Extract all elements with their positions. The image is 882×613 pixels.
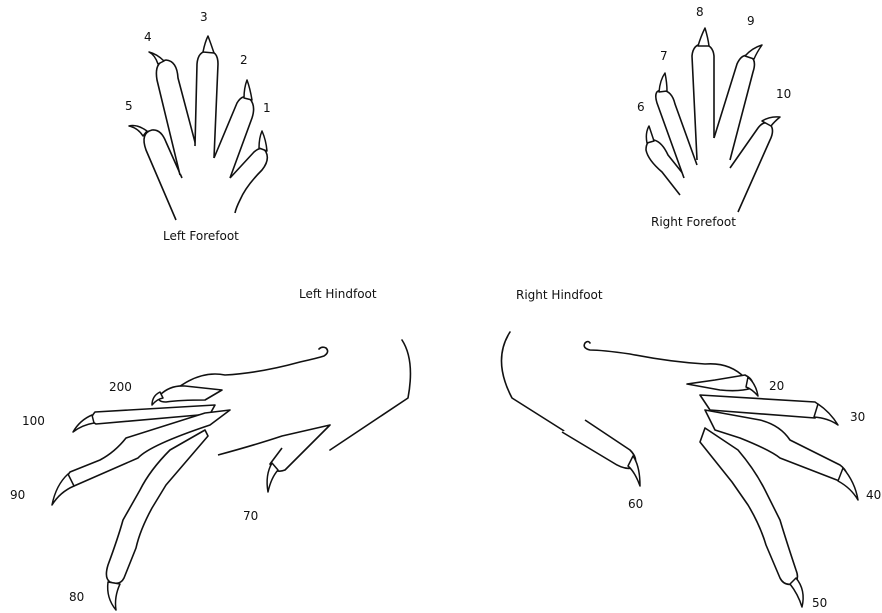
right-hindfoot-toe-30-claw bbox=[814, 404, 838, 425]
toe-number: 40 bbox=[866, 488, 881, 502]
toe-number: 200 bbox=[109, 380, 132, 394]
right-forefoot-toe-7-claw bbox=[659, 73, 667, 92]
left-hindfoot-toe-90-claw bbox=[52, 474, 74, 505]
left-hindfoot-toe-200 bbox=[159, 386, 222, 402]
right-hindfoot-toe-40-claw bbox=[838, 468, 858, 500]
right-hindfoot-toe-50-claw bbox=[790, 578, 803, 607]
toe-number: 8 bbox=[696, 5, 704, 19]
left-hindfoot-label: Left Hindfoot bbox=[299, 287, 377, 301]
toe-number: 4 bbox=[144, 30, 152, 44]
toe-number: 6 bbox=[637, 100, 645, 114]
left-forefoot-toe-1-claw bbox=[259, 131, 267, 151]
left-forefoot-toe-3 bbox=[195, 51, 218, 158]
right-hindfoot-top-edge bbox=[584, 342, 745, 379]
right-hindfoot-toe-60 bbox=[562, 420, 636, 468]
left-hindfoot-drawing bbox=[52, 340, 410, 610]
left-hindfoot-toe-200-claw bbox=[152, 392, 163, 405]
toe-number: 60 bbox=[628, 497, 643, 511]
toe-number: 10 bbox=[776, 87, 791, 101]
toe-number: 30 bbox=[850, 410, 865, 424]
toe-number: 1 bbox=[263, 101, 271, 115]
toe-number: 7 bbox=[660, 49, 668, 63]
left-hindfoot-toe-100-claw bbox=[73, 415, 94, 432]
left-hindfoot-heel bbox=[330, 340, 410, 450]
right-hindfoot-toe-20 bbox=[687, 375, 753, 391]
left-forefoot-toe-5-claw bbox=[129, 126, 147, 136]
left-hindfoot-top-edge bbox=[175, 347, 328, 390]
right-forefoot-toe-8 bbox=[692, 44, 714, 160]
left-forefoot-toe-4-claw bbox=[149, 52, 164, 64]
right-hindfoot-drawing bbox=[501, 332, 858, 607]
right-hindfoot-label: Right Hindfoot bbox=[516, 288, 603, 302]
left-forefoot-toe-2-claw bbox=[244, 80, 252, 100]
toe-number: 50 bbox=[812, 596, 827, 610]
left-hindfoot-toe-80-claw bbox=[108, 582, 120, 610]
toe-number: 3 bbox=[200, 10, 208, 24]
toe-number: 80 bbox=[69, 590, 84, 604]
toe-number: 9 bbox=[747, 14, 755, 28]
right-forefoot-toe-8-claw bbox=[698, 28, 709, 46]
toe-number: 100 bbox=[22, 414, 45, 428]
toe-number: 70 bbox=[243, 509, 258, 523]
right-forefoot-toe-9-claw bbox=[745, 45, 762, 59]
left-forefoot-toe-3-claw bbox=[203, 36, 214, 53]
left-forefoot-label: Left Forefoot bbox=[163, 229, 239, 243]
toe-number: 20 bbox=[769, 379, 784, 393]
left-hindfoot-toe-70-claw bbox=[267, 463, 278, 492]
toe-number: 5 bbox=[125, 99, 133, 113]
toe-number: 2 bbox=[240, 53, 248, 67]
right-forefoot-label: Right Forefoot bbox=[651, 215, 736, 229]
toe-number: 90 bbox=[10, 488, 25, 502]
right-forefoot-toe-6-claw bbox=[646, 126, 654, 143]
